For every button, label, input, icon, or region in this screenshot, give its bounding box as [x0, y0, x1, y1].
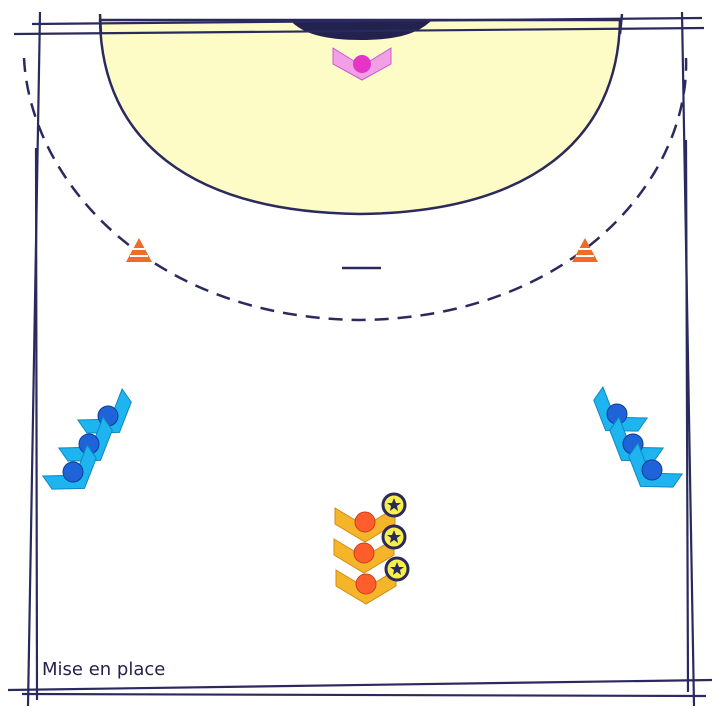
handball-ball-icon [381, 524, 407, 550]
cone-icon [126, 238, 152, 262]
diagram-caption: Mise en place [42, 659, 166, 680]
defender-player-icon [593, 385, 649, 432]
free-throw-line-dashed [22, 57, 688, 322]
handball-ball-icon [381, 492, 407, 518]
court-outline [7, 11, 713, 707]
goal-area-right-post-line [618, 13, 624, 35]
attacker-player-icon [334, 507, 396, 543]
attacker-player-icon [333, 538, 395, 574]
goalkeeper-icon [332, 47, 392, 81]
defender-player-icon [628, 441, 684, 488]
handball-ball-icon [384, 556, 410, 582]
cone-icon [572, 238, 598, 262]
goal-area [98, 18, 622, 216]
defender-player-icon [57, 415, 113, 462]
defender-player-icon [41, 443, 97, 490]
attacker-player-icon [335, 569, 397, 605]
